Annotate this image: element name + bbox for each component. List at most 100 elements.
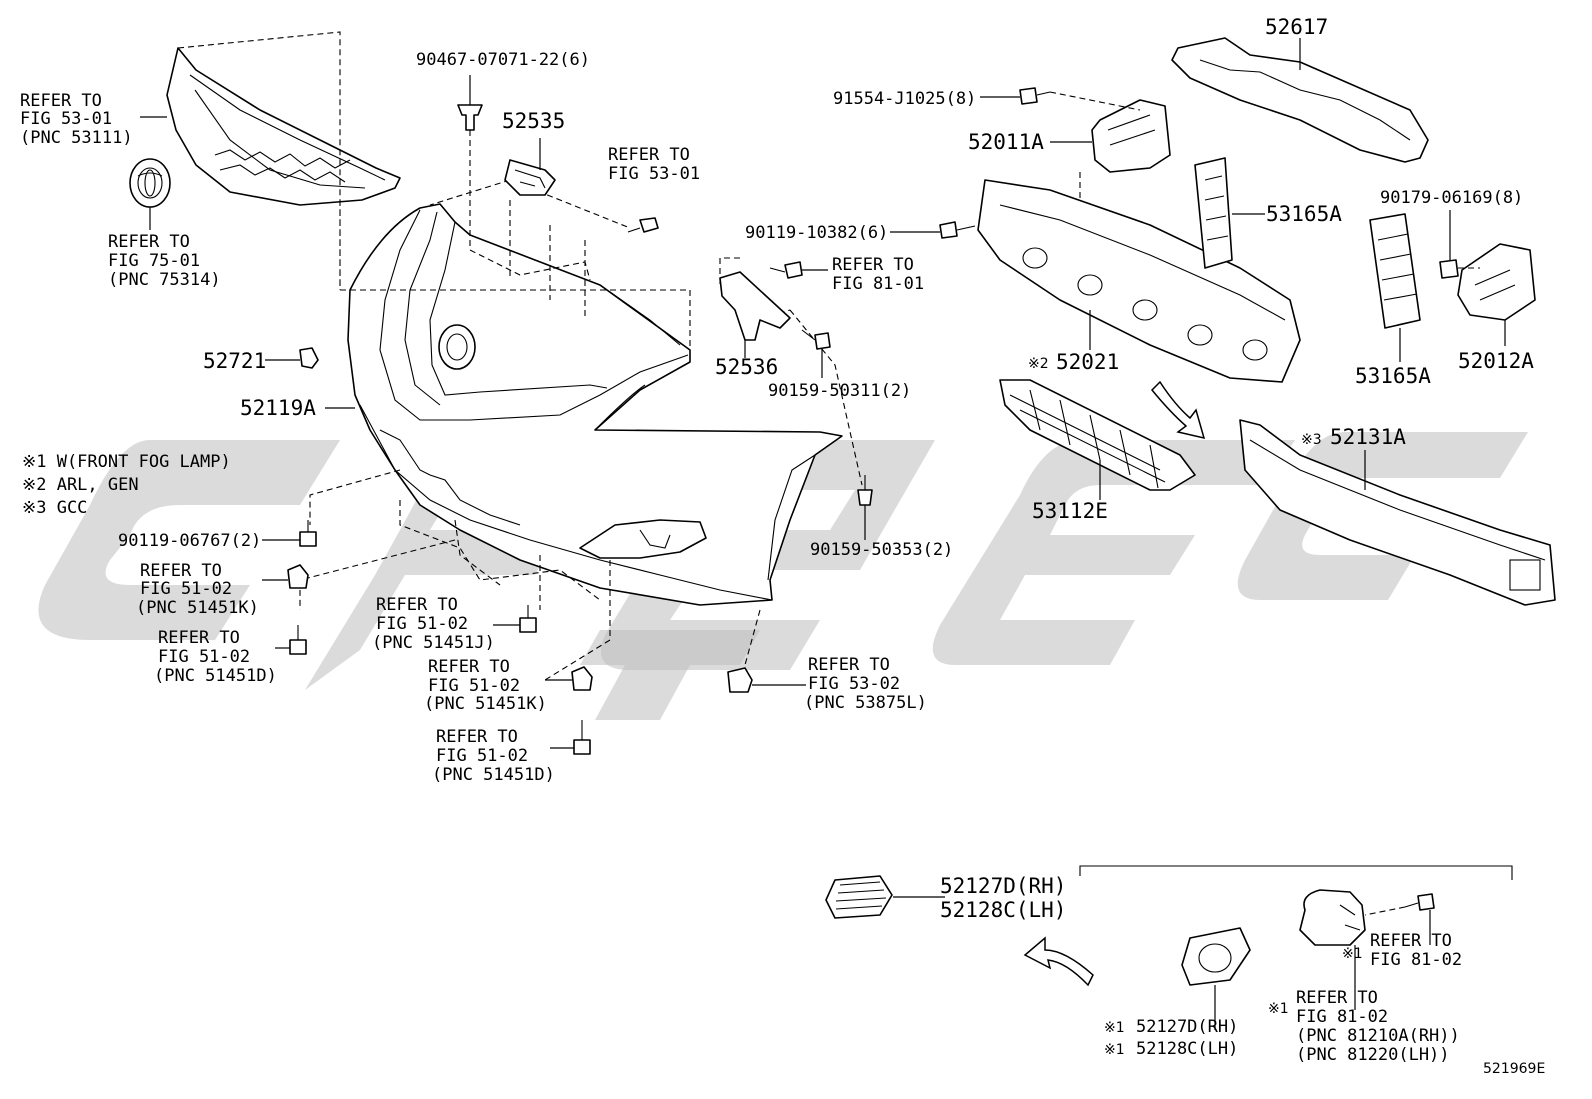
svg-text:REFER TO: REFER TO [428,657,510,677]
bracket-52011A [1039,99,1171,226]
svg-text:(PNC 51451D): (PNC 51451D) [432,765,555,785]
label-90159-50311: 90159-50311(2) [768,381,911,401]
reinforcement-52021 [977,179,1301,383]
svg-text:FIG 81-02: FIG 81-02 [1370,950,1462,970]
upper-grille [166,31,401,290]
mark-1-bezel-rh: ※1 [1104,1020,1125,1036]
svg-text:FIG 51-02: FIG 51-02 [428,676,520,696]
clip-52721 [265,347,319,369]
label-90159-50353: 90159-50353(2) [810,540,953,560]
fog-bezel-lower [1181,927,1251,1030]
label-91554: 91554-J1025(8) [833,89,976,109]
svg-text:FIG 51-02: FIG 51-02 [158,647,250,667]
label-refer-5102-d2: REFER TO FIG 51-02 (PNC 51451D) [432,727,555,785]
svg-text:(PNC 81210A(RH)): (PNC 81210A(RH)) [1296,1026,1460,1046]
svg-text:(PNC 51451K): (PNC 51451K) [136,598,259,618]
svg-text:FIG 75-01: FIG 75-01 [108,251,200,271]
svg-text:(PNC 51451J): (PNC 51451J) [372,633,495,653]
svg-text:REFER TO: REFER TO [808,655,890,675]
label-52011A: 52011A [968,130,1044,154]
lower-fasteners [262,520,806,755]
mark-1-lamp: ※1 [1268,1001,1289,1017]
diagram-id: 521969E [1483,1061,1545,1077]
svg-text:※2 ARL, GEN: ※2 ARL, GEN [22,475,139,495]
svg-text:REFER TO: REFER TO [832,255,914,275]
label-52131A: 52131A [1330,425,1406,449]
svg-text:FIG 53-02: FIG 53-02 [808,674,900,694]
bolt-90119-10382 [890,221,976,239]
notes-legend: ※1 W(FRONT FOG LAMP) ※2 ARL, GEN ※3 GCC [22,452,231,518]
absorber-52617 [1171,37,1429,163]
label-refer-5301-b: REFER TO FIG 53-01 [608,145,700,184]
svg-text:FIG 51-02: FIG 51-02 [376,614,468,634]
label-90119-06767: 90119-06767(2) [118,531,261,551]
nut-90179 [1439,210,1480,279]
label-refer-8102-bolt: REFER TO FIG 81-02 [1370,931,1462,970]
mark-1-bezel-lh: ※1 [1104,1042,1125,1058]
label-90119-10382: 90119-10382(6) [745,223,888,243]
arrow-to-52131A [1150,380,1206,440]
svg-text:REFER TO: REFER TO [436,727,518,747]
support-53165A-top [1194,157,1265,269]
svg-text:FIG 53-01: FIG 53-01 [608,164,700,184]
bumper-cover [347,203,843,606]
svg-text:52127D(RH): 52127D(RH) [940,874,1066,898]
svg-text:(PNC 51451K): (PNC 51451K) [424,694,547,714]
label-52536: 52536 [715,355,778,379]
fog-group-bracket [1079,865,1513,880]
svg-text:FIG 81-02: FIG 81-02 [1296,1007,1388,1027]
screw-refer5301 [627,217,659,233]
label-refer-5102-k1: REFER TO FIG 51-02 (PNC 51451K) [136,561,259,618]
svg-text:REFER TO: REFER TO [1370,931,1452,951]
label-refer-5302: REFER TO FIG 53-02 (PNC 53875L) [804,655,927,713]
label-refer-5102-j: REFER TO FIG 51-02 (PNC 51451J) [372,595,495,653]
fog-bezel-upper [825,875,945,919]
label-refer-8101: REFER TO FIG 81-01 [832,255,924,294]
svg-text:FIG 51-02: FIG 51-02 [140,579,232,599]
svg-text:FIG 51-02: FIG 51-02 [436,746,528,766]
svg-text:REFER TO: REFER TO [140,561,222,581]
svg-text:REFER TO: REFER TO [376,595,458,615]
svg-text:(PNC 75314): (PNC 75314) [108,270,221,290]
svg-text:※1 W(FRONT FOG LAMP): ※1 W(FRONT FOG LAMP) [22,452,231,472]
label-52021: 52021 [1056,350,1119,374]
label-90467: 90467-07071-22(6) [416,50,590,70]
bracket-52012A [1457,243,1536,346]
label-52721: 52721 [203,349,266,373]
label-bezel-upper: 52127D(RH) 52128C(LH) [940,874,1066,922]
leader-lines [140,116,355,409]
label-53165A-bottom: 53165A [1355,364,1431,388]
lower-grille-53112E [999,379,1196,500]
emblem [129,158,171,208]
screw-90159-50353 [857,475,873,540]
svg-text:REFER TO: REFER TO [1296,988,1378,1008]
svg-text:(PNC 53111): (PNC 53111) [20,128,133,148]
label-bezel-lower-rh: 52127D(RH) [1136,1017,1238,1037]
svg-text:REFER TO: REFER TO [108,232,190,252]
label-refer-5102-k2: REFER TO FIG 51-02 (PNC 51451K) [424,657,547,714]
svg-text:REFER TO: REFER TO [608,145,690,165]
mark-1-bolt: ※1 [1342,946,1363,962]
svg-text:52128C(LH): 52128C(LH) [940,898,1066,922]
screw-refer8101 [769,261,828,279]
label-52012A: 52012A [1458,349,1534,373]
mark-2: ※2 [1028,356,1049,372]
fog-lamp [1299,889,1366,1010]
bolt-91554 [980,87,1141,111]
bracket-52535 [504,138,556,196]
svg-text:FIG 81-01: FIG 81-01 [832,274,924,294]
label-90179: 90179-06169(8) [1380,188,1523,208]
label-refer-5102-d1: REFER TO FIG 51-02 (PNC 51451D) [154,628,277,686]
svg-text:※3 GCC: ※3 GCC [22,498,87,518]
bracket-52536 [719,271,791,358]
label-53112E: 53112E [1032,499,1108,523]
label-refer-7501: REFER TO FIG 75-01 (PNC 75314) [108,232,221,290]
label-refer-8102-lamp: REFER TO FIG 81-02 (PNC 81210A(RH)) (PNC… [1296,988,1460,1065]
svg-text:REFER TO: REFER TO [158,628,240,648]
label-refer-5301-grille: REFER TO FIG 53-01 (PNC 53111) [20,91,133,148]
label-53165A-top: 53165A [1266,202,1342,226]
arrow-to-bezel [1023,936,1094,987]
label-bezel-lower-lh: 52128C(LH) [1136,1039,1238,1059]
svg-text:(PNC 53875L): (PNC 53875L) [804,693,927,713]
